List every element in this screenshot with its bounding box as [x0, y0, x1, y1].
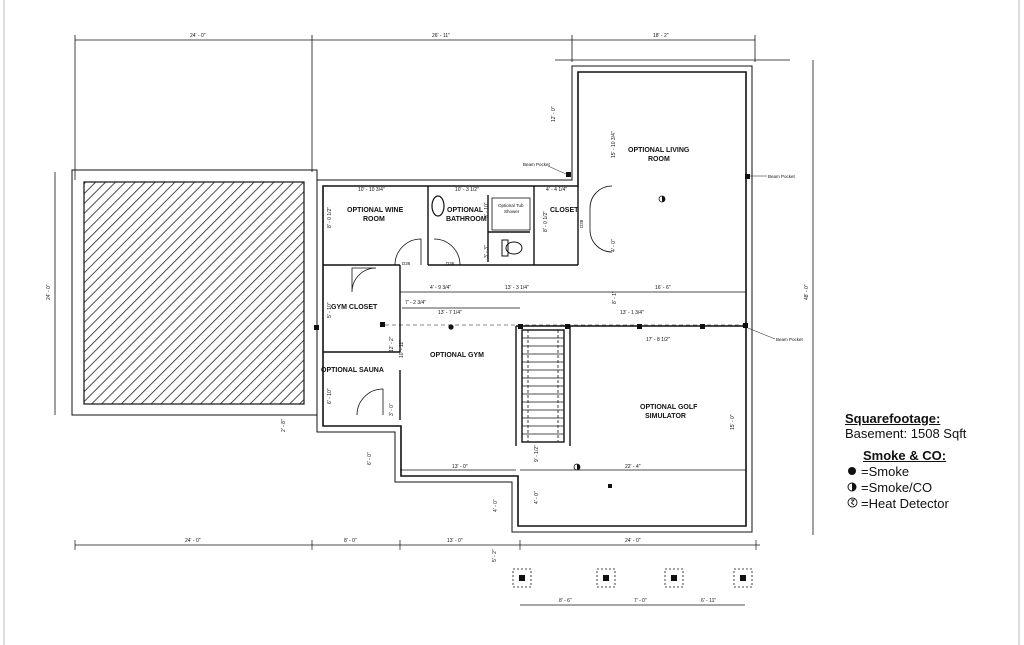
dim-hall-b: 13' - 3 1/4" [505, 285, 529, 291]
foundation-walls [316, 65, 753, 533]
dim-hall-e: 8' - 1" [612, 291, 618, 304]
dim-pier-b: 7' - 0" [634, 598, 647, 604]
dim-tub-depth: 3' - 10" [484, 202, 490, 218]
note-door: D36 [402, 261, 411, 266]
dim-golf-width: 17' - 8 1/2" [646, 337, 670, 343]
garage-slab [71, 169, 318, 416]
note-beam-pocket: Beam Pocket [776, 337, 804, 342]
dim-bottom-b: 8' - 0" [344, 538, 357, 544]
dim-closet-depth: 8' - 0 1/2" [543, 211, 549, 232]
dim-wine-width: 10' - 10 3/4" [358, 187, 385, 193]
dim-bottom-d: 24' - 0" [625, 538, 641, 544]
smoke-co-icon [845, 480, 859, 495]
dim-hall-d: 7' - 2 3/4" [405, 300, 426, 306]
note-tub: Optional Tub [498, 203, 524, 208]
dim-living-depth: 15' - 10 3/4" [611, 131, 617, 158]
tub-fixture [491, 197, 531, 231]
legend-smoke-co-row: =Smoke/CO [845, 479, 966, 495]
dim-stair-top: 13' - 1 3/4" [620, 310, 644, 316]
dim-top-right: 18' - 2" [653, 33, 669, 39]
smoke-co-detector-icon [573, 463, 581, 471]
smoke-icon [845, 464, 859, 479]
legend: Squarefootage: Basement: 1508 Sqft Smoke… [845, 411, 966, 511]
legend-smoke-co: =Smoke/CO [861, 479, 933, 495]
legend-heat-row: =Heat Detector [845, 495, 966, 511]
smoke-detector-icon [448, 324, 454, 330]
note-tub-2: Shower [504, 209, 520, 214]
dim-hall-c: 16' - 6" [655, 285, 671, 291]
note-door: D36 [446, 261, 455, 266]
beam-posts [314, 172, 750, 330]
toilet-icon [505, 241, 523, 255]
dim-left-step-a: 2' - 8" [281, 419, 287, 432]
door-swings [351, 185, 613, 416]
dim-toilet-depth: 3' - 3" [484, 245, 490, 258]
staircase [521, 329, 565, 443]
pier-footings [512, 568, 753, 588]
dim-stair-bottom-b: 4' - 0" [534, 491, 540, 504]
dim-golf-depth: 15' - 0" [730, 414, 736, 430]
dim-gym-closet-depth: 5' - 10" [327, 302, 333, 318]
dim-pier-a: 8' - 6" [559, 598, 572, 604]
legend-heat: =Heat Detector [861, 495, 949, 511]
dim-pier-c: 6' - 11" [701, 598, 716, 604]
dim-gym-width: 13' - 7 1/4" [438, 310, 462, 316]
note-door: D38 [579, 219, 584, 228]
dim-gym-depth-2: 10' - 11" [399, 340, 405, 358]
label-gym: OPTIONAL GYM [430, 352, 484, 359]
label-wine-room: OPTIONAL WINE [347, 207, 404, 214]
dim-notch: 4' - 0" [493, 499, 499, 512]
label-living-room: OPTIONAL LIVING [628, 147, 690, 154]
dim-stair-bottom-a: 9' - 1/2" [534, 445, 540, 462]
legend-smoke-heading: Smoke & CO: [863, 448, 947, 463]
dim-top-left: 24' - 0" [190, 33, 206, 39]
legend-area: Basement: 1508 Sqft [845, 426, 967, 441]
dim-left-side: 24' - 0" [46, 284, 52, 300]
dim-top-mid: 26' - 11" [432, 33, 450, 39]
label-gym-closet: GYM CLOSET [331, 304, 378, 311]
top-dimension-lines [74, 35, 790, 180]
smoke-co-detector-icon [658, 195, 666, 203]
dim-bottom-a: 24' - 0" [185, 538, 201, 544]
label-bathroom: OPTIONAL [447, 207, 484, 214]
label-sauna: OPTIONAL SAUNA [321, 367, 384, 374]
dim-left-step-b: 6' - 0" [367, 452, 373, 465]
dim-right-side: 48' - 0" [804, 284, 810, 300]
label-bathroom-2: BATHROOM [446, 216, 487, 223]
label-golf-2: SIMULATOR [645, 413, 686, 420]
dim-gym-bottom: 13' - 0" [452, 464, 468, 470]
legend-heading: Squarefootage: [845, 411, 941, 426]
note-beam-pocket: Beam Pocket [768, 174, 796, 179]
note-beam-pocket: Beam Pocket [523, 162, 551, 167]
dim-closet-width: 4' - 4 1/4" [546, 187, 567, 193]
dim-sauna-depth: 6' - 10" [327, 388, 333, 404]
heat-detector-icon [845, 496, 859, 511]
dim-wine-depth: 8' - 0 1/2" [327, 207, 333, 228]
legend-smoke-row: =Smoke [845, 463, 966, 479]
dim-golf-bottom: 22' - 4" [625, 464, 641, 470]
label-closet: CLOSET [550, 207, 579, 214]
label-golf: OPTIONAL GOLF [640, 404, 698, 411]
dim-hall-a: 4' - 9 3/4" [430, 285, 451, 291]
sink-icon [431, 195, 445, 217]
dim-right-door: 4' - 0" [611, 239, 617, 252]
dim-gym-depth: 12' - 2" [389, 336, 395, 352]
legend-smoke: =Smoke [861, 463, 910, 479]
dim-bottom-c: 13' - 0" [447, 538, 463, 544]
label-wine-room-2: ROOM [363, 216, 385, 223]
dim-sauna-step: 3' - 0" [389, 403, 395, 416]
dim-living-top: 12' - 0" [551, 106, 557, 122]
dim-pier-gap: 5' - 2" [492, 549, 498, 562]
label-living-room-2: ROOM [648, 156, 670, 163]
dim-bath-width: 10' - 3 1/2" [455, 187, 479, 193]
